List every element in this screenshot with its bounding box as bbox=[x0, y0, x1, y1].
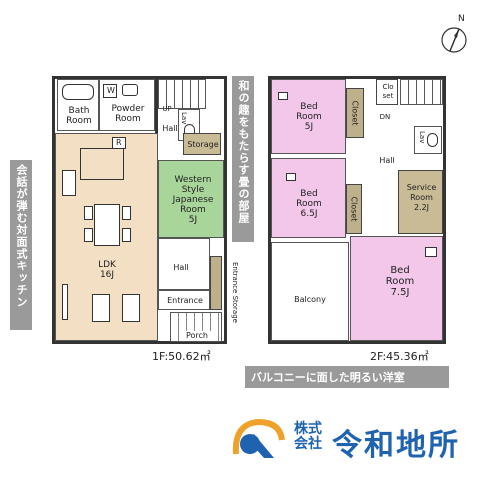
porch: Porch bbox=[170, 312, 222, 342]
lavatory-2f: Lav bbox=[414, 126, 442, 154]
ldk-room: R LDK 16J bbox=[55, 133, 158, 341]
floor1-area: 1F:50.62㎡ bbox=[152, 350, 211, 363]
tatami-room-label: Western Style Japanese Room 5J bbox=[172, 175, 214, 225]
small-closet: Clo set bbox=[376, 79, 398, 105]
company-mark-icon bbox=[232, 418, 285, 458]
service-room-label: Service Room 2.2J bbox=[406, 183, 437, 212]
dining-table bbox=[94, 204, 120, 246]
company-prefix-bottom: 会社 bbox=[294, 436, 322, 452]
hall-top-label: Hall bbox=[162, 124, 178, 133]
caption-tatami: 和の趣をもたらす畳の部屋 bbox=[232, 76, 254, 242]
floor2-area: 2F:45.36㎡ bbox=[370, 350, 429, 363]
washing-machine-icon: W bbox=[103, 84, 117, 98]
balcony: Balcony bbox=[271, 242, 349, 341]
chair-icon bbox=[122, 206, 131, 220]
company-prefix: 株式 会社 bbox=[294, 422, 322, 452]
hall-bottom: Hall bbox=[158, 238, 210, 290]
stairs-up-label: UP bbox=[162, 105, 172, 113]
north-label: N bbox=[458, 14, 465, 24]
bedroom-7-5j: Bed Room 7.5J bbox=[350, 236, 443, 341]
stairs-2f bbox=[400, 79, 443, 105]
closet-bed1: Closet bbox=[346, 88, 364, 138]
entrance-storage-closet bbox=[210, 256, 222, 310]
stove-icon bbox=[62, 170, 76, 196]
toilet-icon bbox=[427, 133, 438, 147]
floor2-plan: Bed Room 5J Closet Clo set DN Lav Hall B… bbox=[268, 76, 446, 344]
refrigerator-icon: R bbox=[112, 137, 126, 149]
company-name: 令和地所 bbox=[332, 428, 460, 463]
kitchen-counter bbox=[80, 148, 124, 180]
bath-room: Bath Room bbox=[57, 79, 99, 131]
company-prefix-top: 株式 bbox=[294, 421, 322, 437]
caption-balcony: バルコニーに面した明るい洋室 bbox=[245, 366, 449, 388]
powder-room-label: Powder Room bbox=[111, 104, 145, 124]
company-logo: 株式 会社 令和地所 bbox=[228, 414, 488, 470]
chair-icon bbox=[84, 206, 93, 220]
entrance: Entrance bbox=[158, 290, 210, 310]
lavatory-label: Lav bbox=[180, 112, 188, 125]
refrigerator-label: R bbox=[116, 138, 122, 147]
chair-icon bbox=[84, 228, 93, 242]
porch-label: Porch bbox=[181, 331, 213, 341]
storage-label: Storage bbox=[187, 140, 219, 149]
closet-bed1-label: Closet bbox=[350, 100, 360, 126]
sofa-icon bbox=[122, 294, 140, 322]
chair-icon bbox=[122, 228, 131, 242]
lavatory-2f-label: Lav bbox=[418, 131, 426, 144]
stairs-dn-label: DN bbox=[379, 113, 391, 121]
compass-icon bbox=[441, 27, 467, 53]
balcony-label: Balcony bbox=[294, 295, 326, 304]
tv-board bbox=[62, 284, 68, 320]
floor1-plan: Bath Room W Powder Room UP Lav Hall Stor… bbox=[52, 76, 228, 344]
entrance-label: Entrance bbox=[167, 296, 203, 305]
sink-icon bbox=[122, 84, 138, 96]
bedroom-6-5j: Bed Room 6.5J bbox=[271, 158, 346, 238]
bed-icon bbox=[425, 247, 437, 257]
bedroom-6-5j-label: Bed Room 6.5J bbox=[296, 189, 322, 219]
powder-room: W Powder Room bbox=[99, 79, 155, 131]
north-compass: N bbox=[440, 14, 470, 54]
bedroom-5j: Bed Room 5J bbox=[271, 79, 346, 154]
desk-icon bbox=[278, 92, 288, 100]
storage-room: Storage bbox=[183, 133, 221, 155]
bath-room-label: Bath Room bbox=[66, 106, 92, 126]
desk-icon bbox=[286, 173, 296, 181]
bedroom-5j-label: Bed Room 5J bbox=[296, 102, 322, 132]
japanese-tatami-room: Western Style Japanese Room 5J bbox=[158, 160, 224, 238]
hall-2f-label: Hall bbox=[379, 156, 395, 165]
service-room: Service Room 2.2J bbox=[398, 170, 443, 234]
bathtub-icon bbox=[62, 84, 94, 100]
stairs bbox=[158, 79, 206, 109]
bedroom-7-5j-label: Bed Room 7.5J bbox=[385, 265, 415, 298]
closet-bed2-label: Closet bbox=[349, 196, 359, 222]
hall-bottom-label: Hall bbox=[173, 263, 189, 272]
small-closet-label: Clo set bbox=[382, 83, 394, 100]
closet-bed2: Closet bbox=[346, 184, 362, 234]
washer-label: W bbox=[107, 86, 115, 95]
entrance-storage-label: Entrance Storage bbox=[231, 262, 239, 323]
sofa-icon bbox=[92, 294, 110, 322]
caption-kitchen: 会話が弾む対面式キッチン bbox=[10, 160, 32, 330]
ldk-label: LDK 16J bbox=[98, 260, 116, 280]
